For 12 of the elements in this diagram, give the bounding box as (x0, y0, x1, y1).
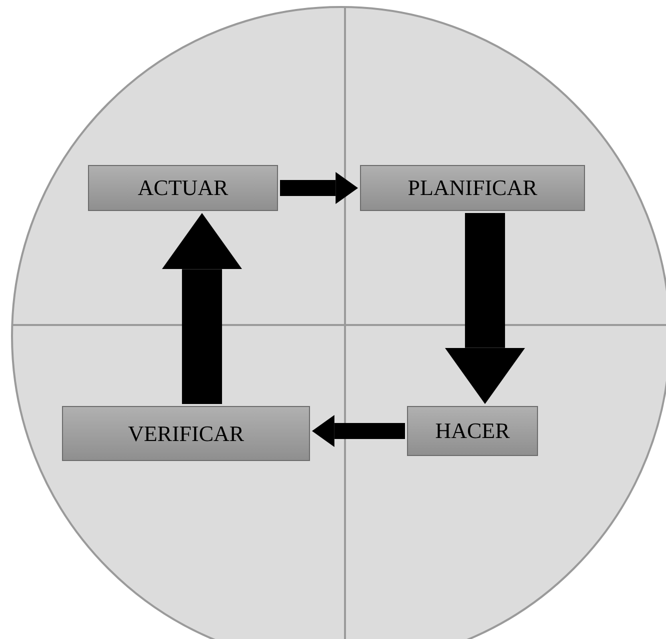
box-label: PLANIFICAR (408, 175, 538, 201)
process-box (88, 165, 278, 211)
box-label: HACER (435, 418, 510, 444)
box-label: VERIFICAR (128, 420, 244, 446)
arrow (162, 213, 242, 404)
process-box (360, 165, 585, 211)
process-box (62, 406, 310, 461)
arrow (280, 172, 358, 204)
arrow (312, 415, 405, 447)
process-box (407, 406, 538, 456)
arrow (444, 213, 526, 404)
box-label: ACTUAR (138, 175, 228, 201)
